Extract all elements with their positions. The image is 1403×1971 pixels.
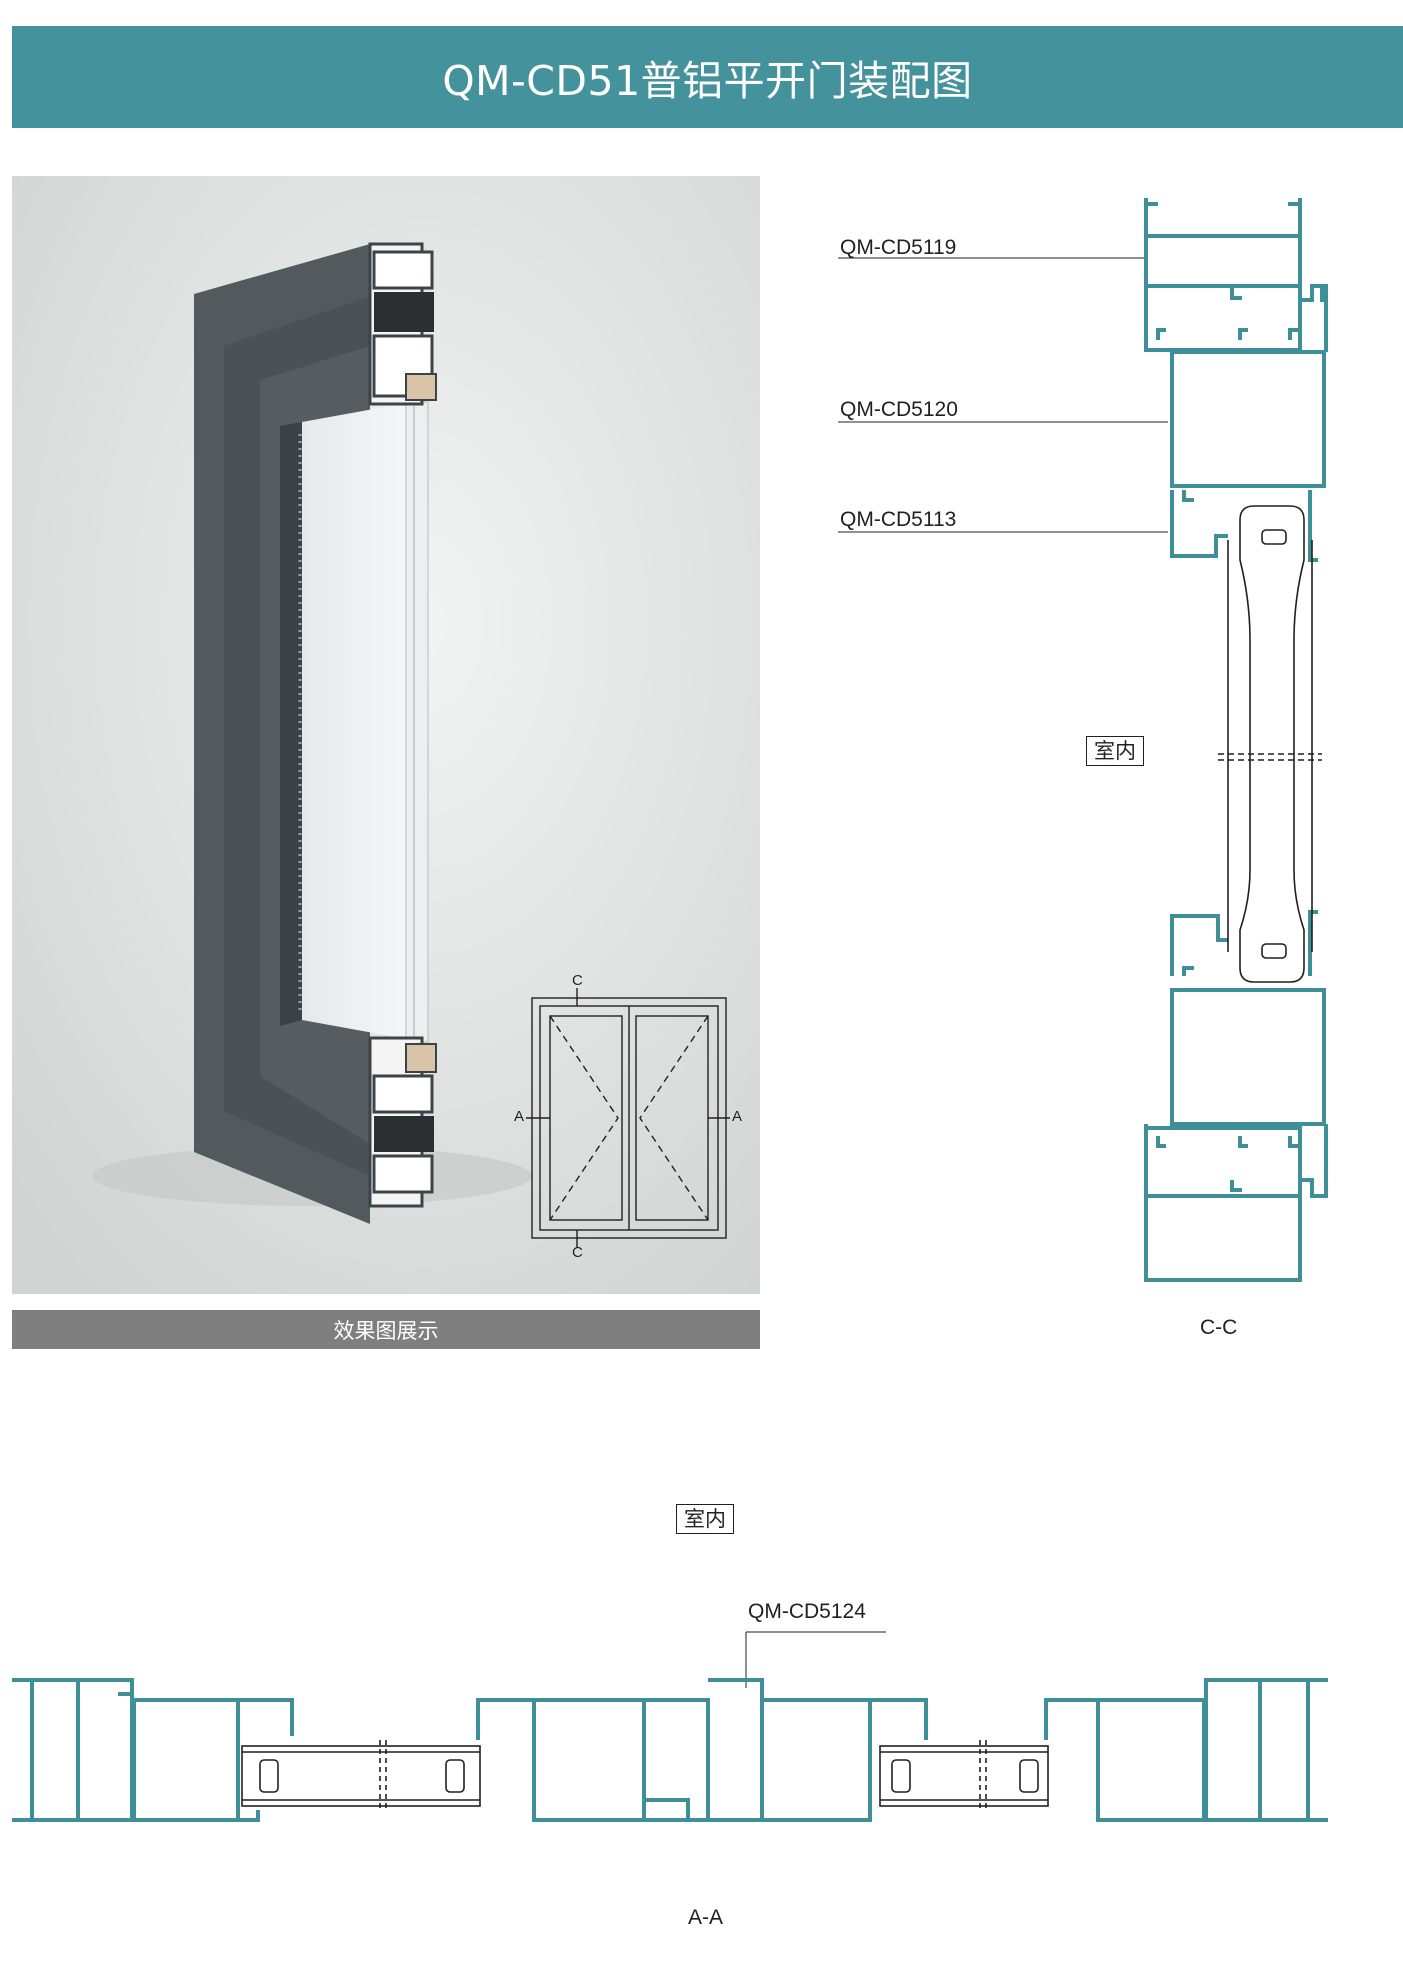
indoor-label-aa: 室内 xyxy=(676,1504,734,1534)
cc-glass-unit xyxy=(1218,505,1322,983)
part-label-5119: QM-CD5119 xyxy=(840,236,957,259)
section-mark-a-left: A xyxy=(514,1108,525,1125)
bottom-profile-section xyxy=(368,1036,437,1208)
page-title-banner: QM-CD51普铝平开门装配图 xyxy=(12,26,1403,128)
view-label-cc: C-C xyxy=(1200,1316,1238,1339)
cc-section-drawing xyxy=(838,198,1328,1282)
render-caption: 效果图展示 xyxy=(333,1318,439,1343)
glass-pane xyxy=(302,402,412,1040)
door-profile-render xyxy=(12,176,760,1294)
indoor-label-cc: 室内 xyxy=(1086,736,1144,766)
aa-glass-units xyxy=(241,1740,1049,1812)
top-profile-section xyxy=(368,242,437,406)
section-mark-c-top: C xyxy=(572,972,583,989)
part-label-5113: QM-CD5113 xyxy=(840,508,957,531)
product-render-panel: C C A A xyxy=(12,176,760,1294)
page-title: QM-CD51普铝平开门装配图 xyxy=(442,57,973,105)
render-caption-bar: 效果图展示 xyxy=(12,1310,760,1349)
section-mark-a-right: A xyxy=(732,1108,743,1125)
view-label-aa: A-A xyxy=(688,1906,724,1929)
door-elevation-diagram xyxy=(526,988,730,1248)
section-mark-c-bottom: C xyxy=(572,1244,583,1261)
aa-section-drawing xyxy=(12,1631,1328,1822)
part-label-5120: QM-CD5120 xyxy=(840,398,958,421)
part-label-5124: QM-CD5124 xyxy=(748,1600,866,1623)
